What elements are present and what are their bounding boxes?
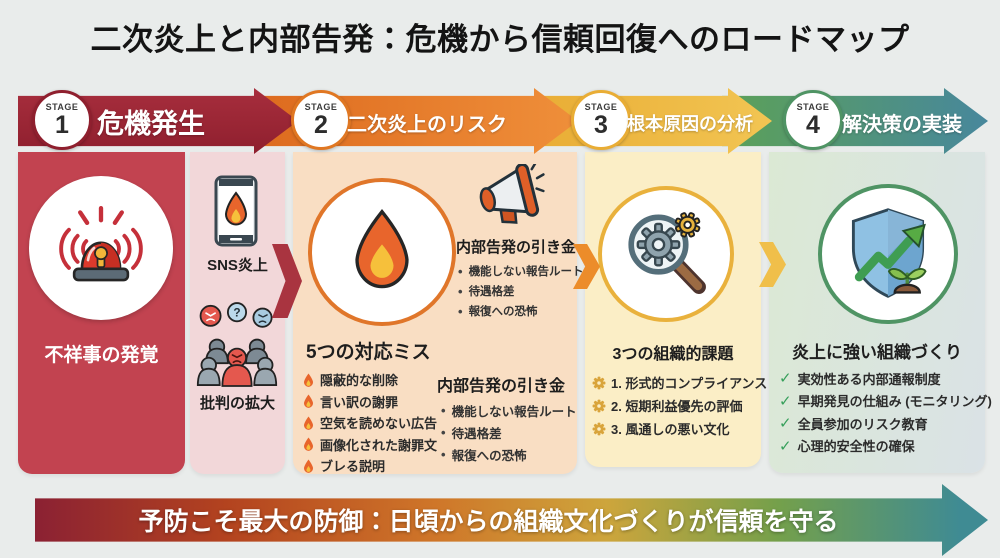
svg-text:?: ? (233, 306, 240, 320)
mistake-item: 空気を読めない広告 (302, 412, 437, 434)
flame-icon (355, 208, 409, 289)
check-icon: ✓ (779, 415, 792, 433)
org-issue-item: 2. 短期利益優先の評価 (592, 394, 767, 417)
solution-item: ✓実効性ある内部通報制度 (779, 370, 941, 388)
footer-banner: 予防こそ最大の防御：日頃からの組織文化づくりが信頼を守る (35, 484, 988, 556)
whistle-trigger-heading-bottom: 内部告発の引き金 (437, 378, 566, 395)
mistakes-list: 隠蔽的な削除 言い訳の謝罪 空気を読めない広告 画像化された謝罪文 ブレる説明 (302, 369, 437, 477)
phone-flame-icon (214, 175, 258, 247)
org-issue-item: 3. 風通しの悪い文化 (592, 417, 767, 440)
bullet-icon: • (458, 263, 463, 279)
incident-caption: 不祥事の発覚 (44, 345, 159, 366)
stage4-badge: STAGE 4 (783, 90, 843, 150)
stage4-number: 4 (806, 111, 820, 139)
resilience-circle (818, 184, 958, 324)
gear-bullet-icon (592, 399, 606, 412)
trigger-item: •報復への恐怖 (458, 303, 538, 319)
shield-growth-icon (851, 208, 927, 298)
mistake-item: ブレる説明 (302, 455, 437, 477)
footer-message: 予防こそ最大の防御：日頃からの組織文化づくりが信頼を守る (138, 508, 839, 536)
whistle-trigger-heading-top: 内部告発の引き金 (456, 239, 577, 256)
flame-bullet-icon (303, 459, 314, 473)
bullet-icon: • (458, 283, 463, 299)
crowd-icon: ? (196, 302, 278, 387)
stage1-number: 1 (55, 111, 69, 139)
stage3-badge: STAGE 3 (571, 90, 631, 150)
stage1-label: 危機発生 (97, 109, 205, 139)
megaphone-icon (479, 164, 545, 224)
stage3-label: 根本原因の分析 (627, 114, 753, 134)
flame-bullet-icon (303, 437, 314, 452)
trigger-item: •機能しない報告ルート (441, 402, 577, 419)
mistake-item: 言い訳の謝罪 (302, 391, 437, 413)
siren-icon (59, 205, 143, 282)
stage2-label: 二次炎上のリスク (347, 114, 507, 136)
flame-bullet-icon (303, 373, 314, 387)
mistakes-heading: 5つの対応ミス (306, 342, 431, 363)
check-icon: ✓ (779, 437, 792, 455)
stage3-word: STAGE (584, 102, 618, 112)
solution-list: ✓実効性ある内部通報制度 ✓早期発見の仕組み (モニタリング) ✓全員参加のリス… (779, 367, 992, 457)
analysis-circle (598, 186, 734, 322)
stage1-badge: STAGE 1 (32, 90, 92, 150)
solution-item: ✓早期発見の仕組み (モニタリング) (779, 392, 992, 410)
gear-bullet-icon (592, 422, 606, 435)
org-issues-list: 1. 形式的コンプライアンス 2. 短期利益優先の評価 3. 風通しの悪い文化 (592, 371, 767, 440)
criticism-caption: 批判の拡大 (199, 395, 275, 412)
stage2-badge: STAGE 2 (291, 90, 351, 150)
whistle-trigger-list-top: •機能しない報告ルート •待遇格差 •報復への恐怖 (458, 261, 584, 321)
bullet-icon: • (441, 446, 446, 462)
trigger-item: •待遇格差 (458, 283, 515, 299)
stage2-number: 2 (314, 111, 328, 139)
stage4-word: STAGE (796, 102, 830, 112)
bullet-icon: • (441, 424, 446, 440)
stage1-word: STAGE (45, 102, 79, 112)
check-icon: ✓ (779, 370, 792, 388)
magnifier-gears-icon (628, 212, 706, 294)
bullet-icon: • (441, 402, 446, 418)
trigger-item: •報復への恐怖 (441, 446, 527, 463)
gear-bullet-icon (592, 376, 606, 389)
resilience-heading: 炎上に強い組織づくり (792, 343, 962, 362)
flame-bullet-icon (303, 416, 314, 430)
flame-bullet-icon (303, 394, 314, 409)
solution-item: ✓全員参加のリスク教育 (779, 415, 928, 433)
page-title: 二次炎上と内部告発：危機から信頼回復へのロードマップ (90, 22, 910, 57)
org-issues-heading: 3つの組織的課題 (612, 346, 734, 363)
stage3-number: 3 (594, 111, 608, 139)
check-icon: ✓ (779, 392, 792, 410)
trigger-item: •待遇格差 (441, 424, 502, 441)
stage4-label: 解決策の実装 (842, 114, 962, 136)
org-issue-item: 1. 形式的コンプライアンス (592, 371, 767, 394)
siren-circle (29, 176, 173, 320)
bullet-icon: • (458, 303, 463, 319)
whistle-trigger-list-bottom: •機能しない報告ルート •待遇格差 •報復への恐怖 (441, 399, 577, 465)
solution-item: ✓心理的安全性の確保 (779, 437, 915, 455)
flame-circle (308, 178, 456, 326)
mistake-item: 隠蔽的な削除 (302, 369, 437, 391)
trigger-item: •機能しない報告ルート (458, 263, 584, 279)
sns-caption: SNS炎上 (207, 257, 268, 274)
stage2-word: STAGE (304, 102, 338, 112)
mistake-item: 画像化された謝罪文 (302, 434, 437, 456)
